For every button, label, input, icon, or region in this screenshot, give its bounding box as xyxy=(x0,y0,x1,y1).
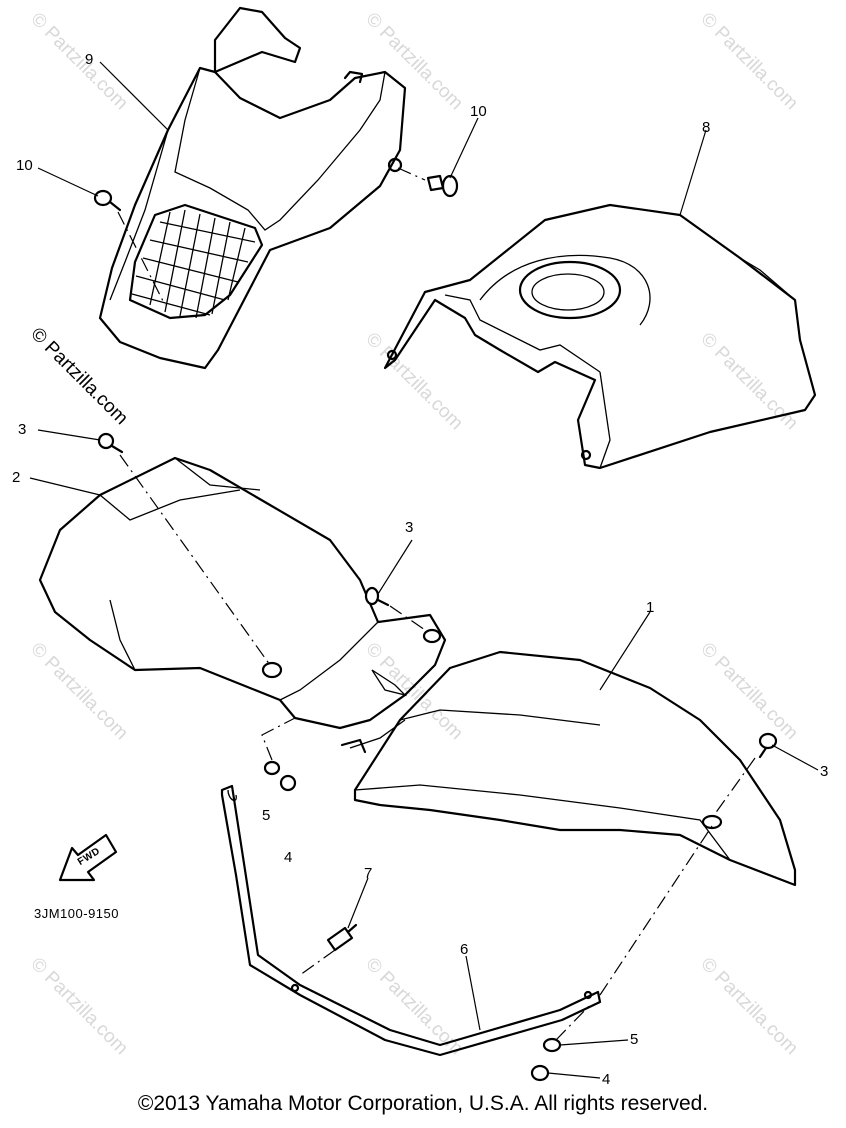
part-3-screw xyxy=(364,586,390,607)
watermark: © Partzilla.com xyxy=(696,639,801,744)
part-5-collar xyxy=(263,760,281,776)
assembly-line xyxy=(389,605,429,633)
callout-leaders xyxy=(29,61,819,1079)
callout-7: 7 xyxy=(364,865,372,882)
callout-3: 3 xyxy=(18,421,26,438)
callout-5: 5 xyxy=(630,1031,638,1048)
watermark: © Partzilla.com xyxy=(696,329,801,434)
part-code: 3JM100-9150 xyxy=(34,906,119,921)
watermark: © Partzilla.com xyxy=(361,9,466,114)
callout-8: 8 xyxy=(702,119,710,136)
assembly-line xyxy=(119,454,271,666)
callout-6: 6 xyxy=(460,941,468,958)
callout-9: 9 xyxy=(85,51,93,68)
part-6-stay xyxy=(220,784,713,1057)
callout-4: 4 xyxy=(602,1071,610,1088)
watermark: © Partzilla.com xyxy=(361,329,466,434)
watermark: © Partzilla.com xyxy=(361,954,466,1059)
watermark: © Partzilla.com xyxy=(696,9,801,114)
watermark: © Partzilla.com xyxy=(26,954,131,1059)
part-9-front-cover xyxy=(98,6,407,370)
callout-1: 1 xyxy=(646,599,654,616)
callout-5: 5 xyxy=(262,807,270,824)
assembly-line xyxy=(555,1004,591,1041)
part-2-front-fender xyxy=(38,456,447,730)
part-4-nut xyxy=(530,1064,550,1082)
assembly-line xyxy=(397,167,426,181)
callout-3: 3 xyxy=(405,519,413,536)
watermark-layer: © Partzilla.com © Partzilla.com © Partzi… xyxy=(26,9,801,1059)
part-8-tank-cover xyxy=(383,203,817,470)
part-10-bolt xyxy=(93,189,122,212)
part-1-rear-fender xyxy=(340,650,797,887)
mesh-grille xyxy=(131,209,256,319)
part-10-bolt xyxy=(426,174,459,198)
callout-3: 3 xyxy=(820,763,828,780)
part-3-screw xyxy=(758,732,778,759)
assembly-line xyxy=(261,717,296,761)
watermark: © Partzilla.com xyxy=(26,9,131,114)
callout-10: 10 xyxy=(470,103,487,120)
watermark: © Partzilla.com xyxy=(696,954,801,1059)
part-3-screw xyxy=(97,432,124,454)
callout-10: 10 xyxy=(16,157,33,174)
callout-4: 4 xyxy=(284,849,292,866)
part-7-bolt xyxy=(299,923,358,976)
callout-2: 2 xyxy=(12,469,20,486)
copyright-notice: ©2013 Yamaha Motor Corporation, U.S.A. A… xyxy=(137,1092,709,1115)
watermark: © Partzilla.com xyxy=(26,324,131,429)
callout-numbers: 10 9 10 8 3 2 3 1 3 5 4 7 6 5 4 xyxy=(12,51,828,1088)
part-5-collar xyxy=(542,1037,562,1053)
assembly-line xyxy=(117,211,166,306)
part-4-nut xyxy=(279,774,297,792)
fwd-arrow-icon: FWD xyxy=(58,833,118,882)
watermark: © Partzilla.com xyxy=(26,639,131,744)
assembly-line xyxy=(711,757,756,819)
watermark: © Partzilla.com xyxy=(361,639,466,744)
